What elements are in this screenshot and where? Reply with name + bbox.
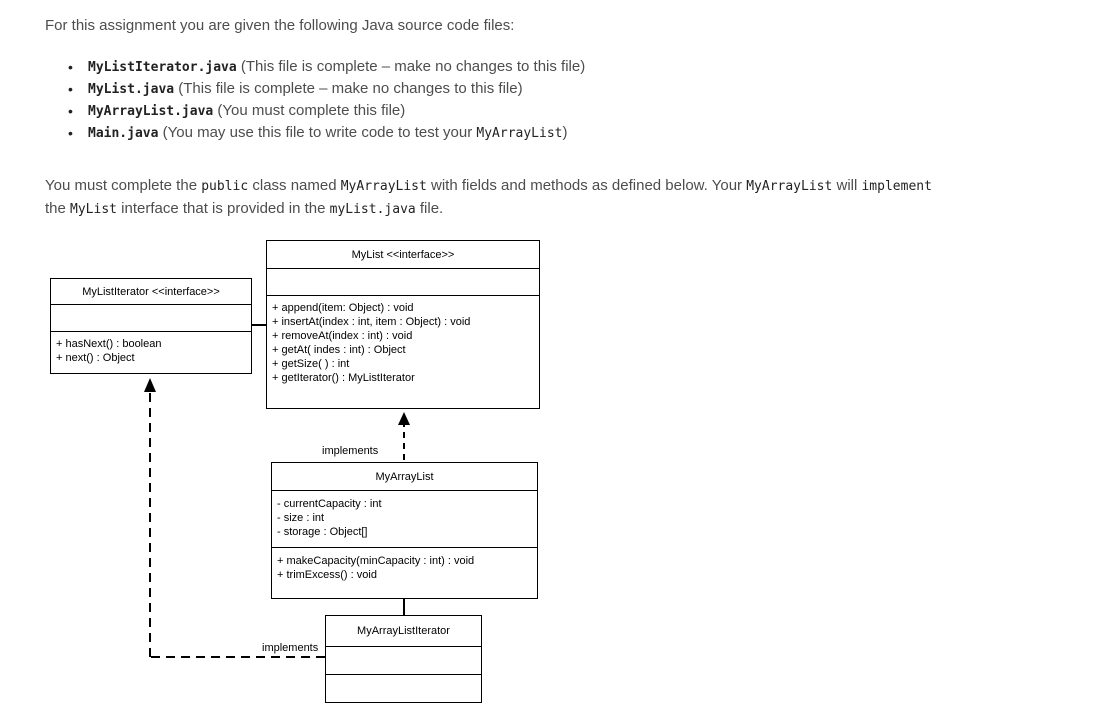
myarraylist-fields-section: - currentCapacity : int - size : int - s… — [272, 490, 537, 547]
mylist-methods-section: + append(item: Object) : void + insertAt… — [267, 295, 539, 408]
implements-label: implements — [262, 642, 319, 654]
bullet-icon: • — [68, 59, 73, 75]
method-item: + getSize( ) : int — [272, 358, 350, 370]
myarraylist-class-box: MyArrayList - currentCapacity : int - si… — [271, 462, 538, 599]
field-item: - size : int — [277, 512, 325, 524]
list-item: •MyListIterator.java (This file is compl… — [68, 56, 585, 78]
list-item: •MyList.java (This file is complete – ma… — [68, 78, 585, 100]
paragraph-line-1: You must complete the public class named… — [45, 177, 932, 194]
bullet-icon: • — [68, 81, 73, 97]
method-item: + makeCapacity(minCapacity : int) : void — [277, 555, 475, 567]
method-item: + removeAt(index : int) : void — [272, 330, 413, 342]
mylist-fields-section — [267, 268, 539, 295]
bullet-icon: • — [68, 103, 73, 119]
list-item: •Main.java (You may use this file to wri… — [68, 122, 585, 144]
list-item: •MyArrayList.java (You must complete thi… — [68, 100, 585, 122]
paragraph-line-2: the MyList interface that is provided in… — [45, 200, 444, 217]
myarraylistiterator-class-box: MyArrayListIterator — [325, 615, 482, 703]
method-item: + append(item: Object) : void — [272, 302, 414, 314]
myarraylistiterator-methods-section — [326, 674, 481, 702]
file-list: •MyListIterator.java (This file is compl… — [68, 56, 585, 144]
myarraylist-title: MyArrayList — [375, 470, 434, 483]
mylistiterator-fields-section — [51, 304, 251, 331]
method-item: + hasNext() : boolean — [56, 338, 162, 350]
myarraylist-methods-section: + makeCapacity(minCapacity : int) : void… — [272, 547, 537, 598]
mylistiterator-title: MyListIterator <<interface>> — [82, 285, 220, 298]
method-item: + insertAt(index : int, item : Object) :… — [272, 316, 471, 328]
method-item: + trimExcess() : void — [277, 569, 377, 581]
mylistiterator-methods-section: + hasNext() : boolean + next() : Object — [51, 331, 251, 373]
implements-label: implements — [322, 445, 379, 457]
field-item: - currentCapacity : int — [277, 498, 382, 510]
bullet-icon: • — [68, 125, 73, 141]
field-item: - storage : Object[] — [277, 526, 368, 538]
mylist-interface-box: MyList <<interface>> + append(item: Obje… — [266, 240, 540, 409]
method-item: + next() : Object — [56, 352, 135, 364]
method-item: + getAt( indes : int) : Object — [272, 344, 406, 356]
mylist-title: MyList <<interface>> — [351, 248, 455, 261]
mylistiterator-interface-box: MyListIterator <<interface>> + hasNext()… — [50, 278, 252, 374]
method-item: + getIterator() : MyListIterator — [272, 372, 415, 384]
myarraylistiterator-fields-section — [326, 646, 481, 674]
intro-text: For this assignment you are given the fo… — [45, 17, 515, 34]
myarraylistiterator-title: MyArrayListIterator — [357, 625, 450, 637]
